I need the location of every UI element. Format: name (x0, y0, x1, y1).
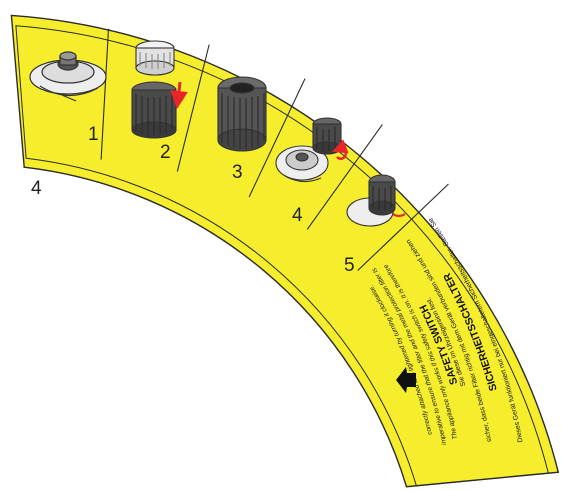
step-number-4: 4 (292, 205, 303, 226)
step-number-5: 5 (344, 255, 355, 276)
down-arrow-icon (178, 82, 180, 100)
step-number-3: 3 (232, 162, 243, 183)
insert-filter-icon (132, 41, 176, 138)
step-number-2: 2 (160, 142, 171, 163)
filter-cartridge-icon (218, 77, 266, 151)
step-number-1: 1 (88, 124, 99, 145)
